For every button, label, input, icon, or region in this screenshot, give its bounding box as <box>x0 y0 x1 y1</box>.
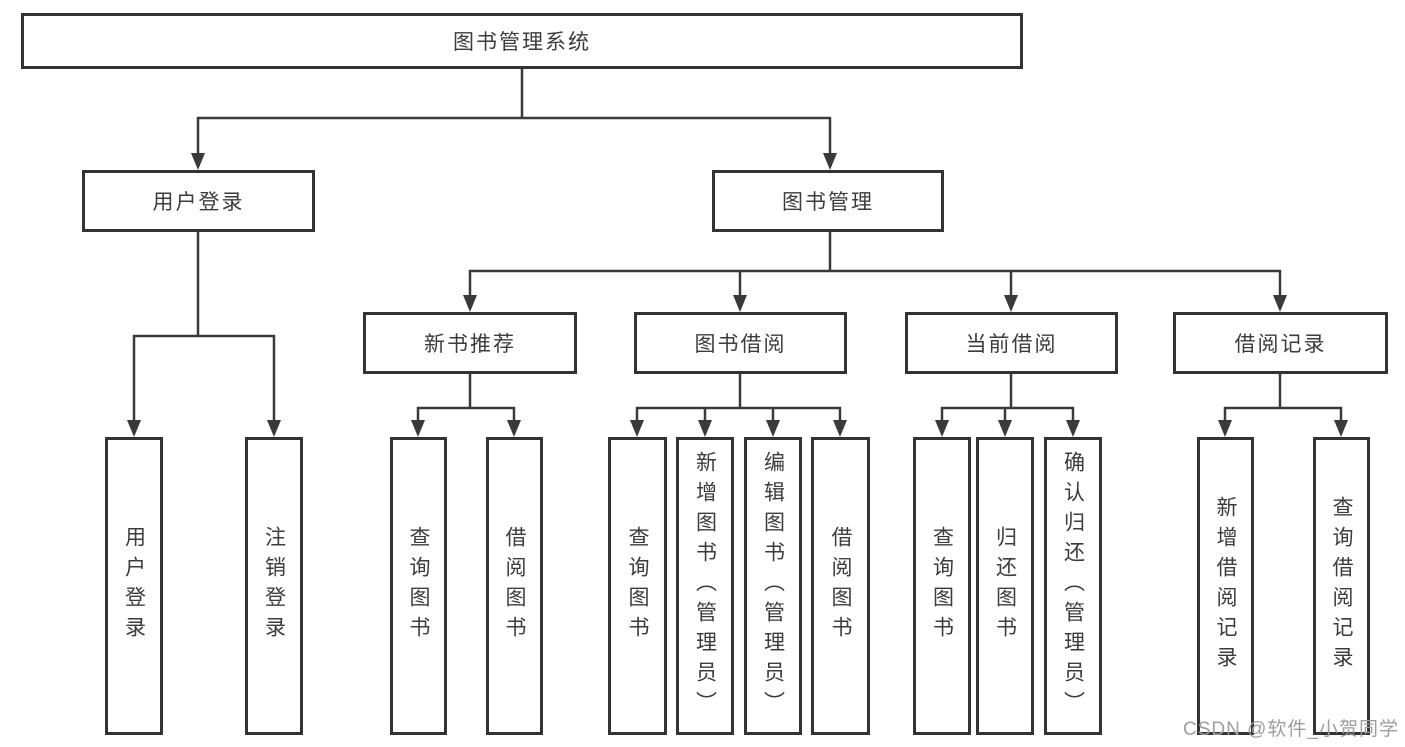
node-user-login: 用户登录 <box>82 170 315 232</box>
leaf-user-login: 用户登录 <box>105 437 163 735</box>
node-current-borrow: 当前借阅 <box>905 312 1118 374</box>
connector-borrow-records-branch <box>1218 374 1348 437</box>
leaf-borrow-books-recommend: 借阅图书 <box>486 437 543 735</box>
node-book-management: 图书管理 <box>712 170 944 232</box>
leaf-add-books-admin: 新增图书（管理员） <box>676 437 734 735</box>
connector-new-book-recommend-branch <box>411 374 521 437</box>
leaf-add-borrow-record: 新增借阅记录 <box>1197 437 1254 735</box>
node-book-borrow: 图书借阅 <box>634 312 847 374</box>
leaf-logout: 注销登录 <box>245 437 303 735</box>
leaf-query-borrow-record: 查询借阅记录 <box>1313 437 1370 735</box>
leaf-query-books-current: 查询图书 <box>913 437 971 735</box>
leaf-edit-books-admin: 编辑图书（管理员） <box>744 437 802 735</box>
connector-user-login-branch <box>127 232 281 437</box>
leaf-return-books: 归还图书 <box>976 437 1034 735</box>
leaf-query-books-borrow: 查询图书 <box>608 437 667 735</box>
connector-current-borrow-branch <box>935 374 1080 437</box>
connector-book-borrow-branch <box>630 374 847 437</box>
leaf-borrow-books-borrow: 借阅图书 <box>811 437 870 735</box>
leaf-query-books-recommend: 查询图书 <box>390 437 447 735</box>
node-borrow-records: 借阅记录 <box>1173 312 1388 374</box>
connector-root-to-level2 <box>191 69 837 170</box>
node-new-book-recommend: 新书推荐 <box>363 312 577 374</box>
leaf-confirm-return-admin: 确认归还（管理员） <box>1044 437 1102 735</box>
connector-book-management-to-level3 <box>463 232 1287 312</box>
csdn-watermark: CSDN @软件_小贺同学 <box>1183 719 1399 740</box>
node-root: 图书管理系统 <box>21 13 1023 69</box>
